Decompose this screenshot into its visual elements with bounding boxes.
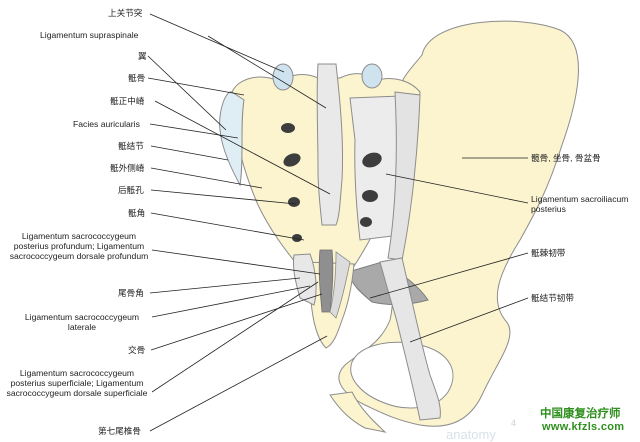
label-superficial-posterior-sacrococcygeal-ligament: Ligamentum sacrococcygeum posterius supe… — [6, 368, 148, 399]
leader-lines — [147, 13, 331, 432]
foramen-right-2 — [362, 190, 378, 202]
sacrococcygeal-ligament-right — [329, 251, 351, 319]
ischial-ramus — [329, 391, 387, 433]
foramen-right-3 — [360, 217, 372, 227]
label-supraspinous-ligament: Ligamentum supraspinale — [40, 30, 139, 40]
foramen-right-1 — [362, 152, 382, 168]
label-sacrum: 骶骨 — [128, 73, 146, 83]
sacrococcygeal-ligament-superficial — [318, 249, 334, 313]
label-deep-posterior-sacrococcygeal-ligament: Ligamentum sacrococcygeum posterius prof… — [9, 231, 149, 262]
facies-auricularis — [219, 91, 245, 187]
watermark-brand: anatomy — [446, 427, 496, 442]
label-coccygeal-cornu: 尾骨角 — [118, 288, 144, 298]
label-sacral-cornu: 骶角 — [128, 208, 146, 218]
foramen-left-1 — [281, 123, 295, 133]
label-sacral-tuberosity: 骶结节 — [118, 141, 144, 151]
label-median-sacral-crest: 骶正中嵴 — [110, 96, 145, 106]
label-coccyx: 交骨 — [128, 345, 146, 355]
label-superior-articular-process: 上关节突 — [108, 8, 143, 18]
label-sacrospinous-ligament: 骶棘韧带 — [531, 248, 566, 258]
label-hip-bone: 髋骨, 坐骨, 骨盆骨 — [531, 153, 601, 163]
sacrococcygeal-ligament-lateral — [293, 253, 317, 306]
foramen-left-4 — [292, 234, 302, 242]
watermark-cn: 中国康复治疗师 — [540, 408, 621, 420]
foramen-left-2 — [283, 153, 301, 167]
leader-lines-right — [369, 157, 529, 343]
label-facies-auricularis: Facies auricularis — [73, 119, 140, 129]
foramen-left-3 — [288, 197, 300, 207]
label-ala: 翼 — [138, 51, 147, 61]
label-posterior-sacral-foramen: 后骶孔 — [118, 185, 144, 195]
watermark-page: 4 — [511, 418, 517, 428]
watermark-url: www.kfzls.com — [542, 421, 625, 433]
superior-articular-process-right — [361, 63, 383, 89]
label-lateral-sacral-crest: 骶外侧嵴 — [110, 163, 145, 173]
supraspinous-ligament — [316, 63, 344, 226]
label-posterior-sacroiliac-ligament: Ligamentum sacroiliacum posterius — [531, 194, 629, 215]
label-seventh-coccygeal-vertebra: 第七尾椎骨 — [98, 426, 141, 436]
superior-articular-process-left — [272, 63, 294, 91]
label-lateral-sacrococcygeal-ligament: Ligamentum sacrococcygeum laterale — [24, 312, 140, 333]
sacrotuberous-ligament — [379, 257, 441, 421]
label-sacrotuberous-ligament: 骶结节韧带 — [531, 293, 574, 303]
